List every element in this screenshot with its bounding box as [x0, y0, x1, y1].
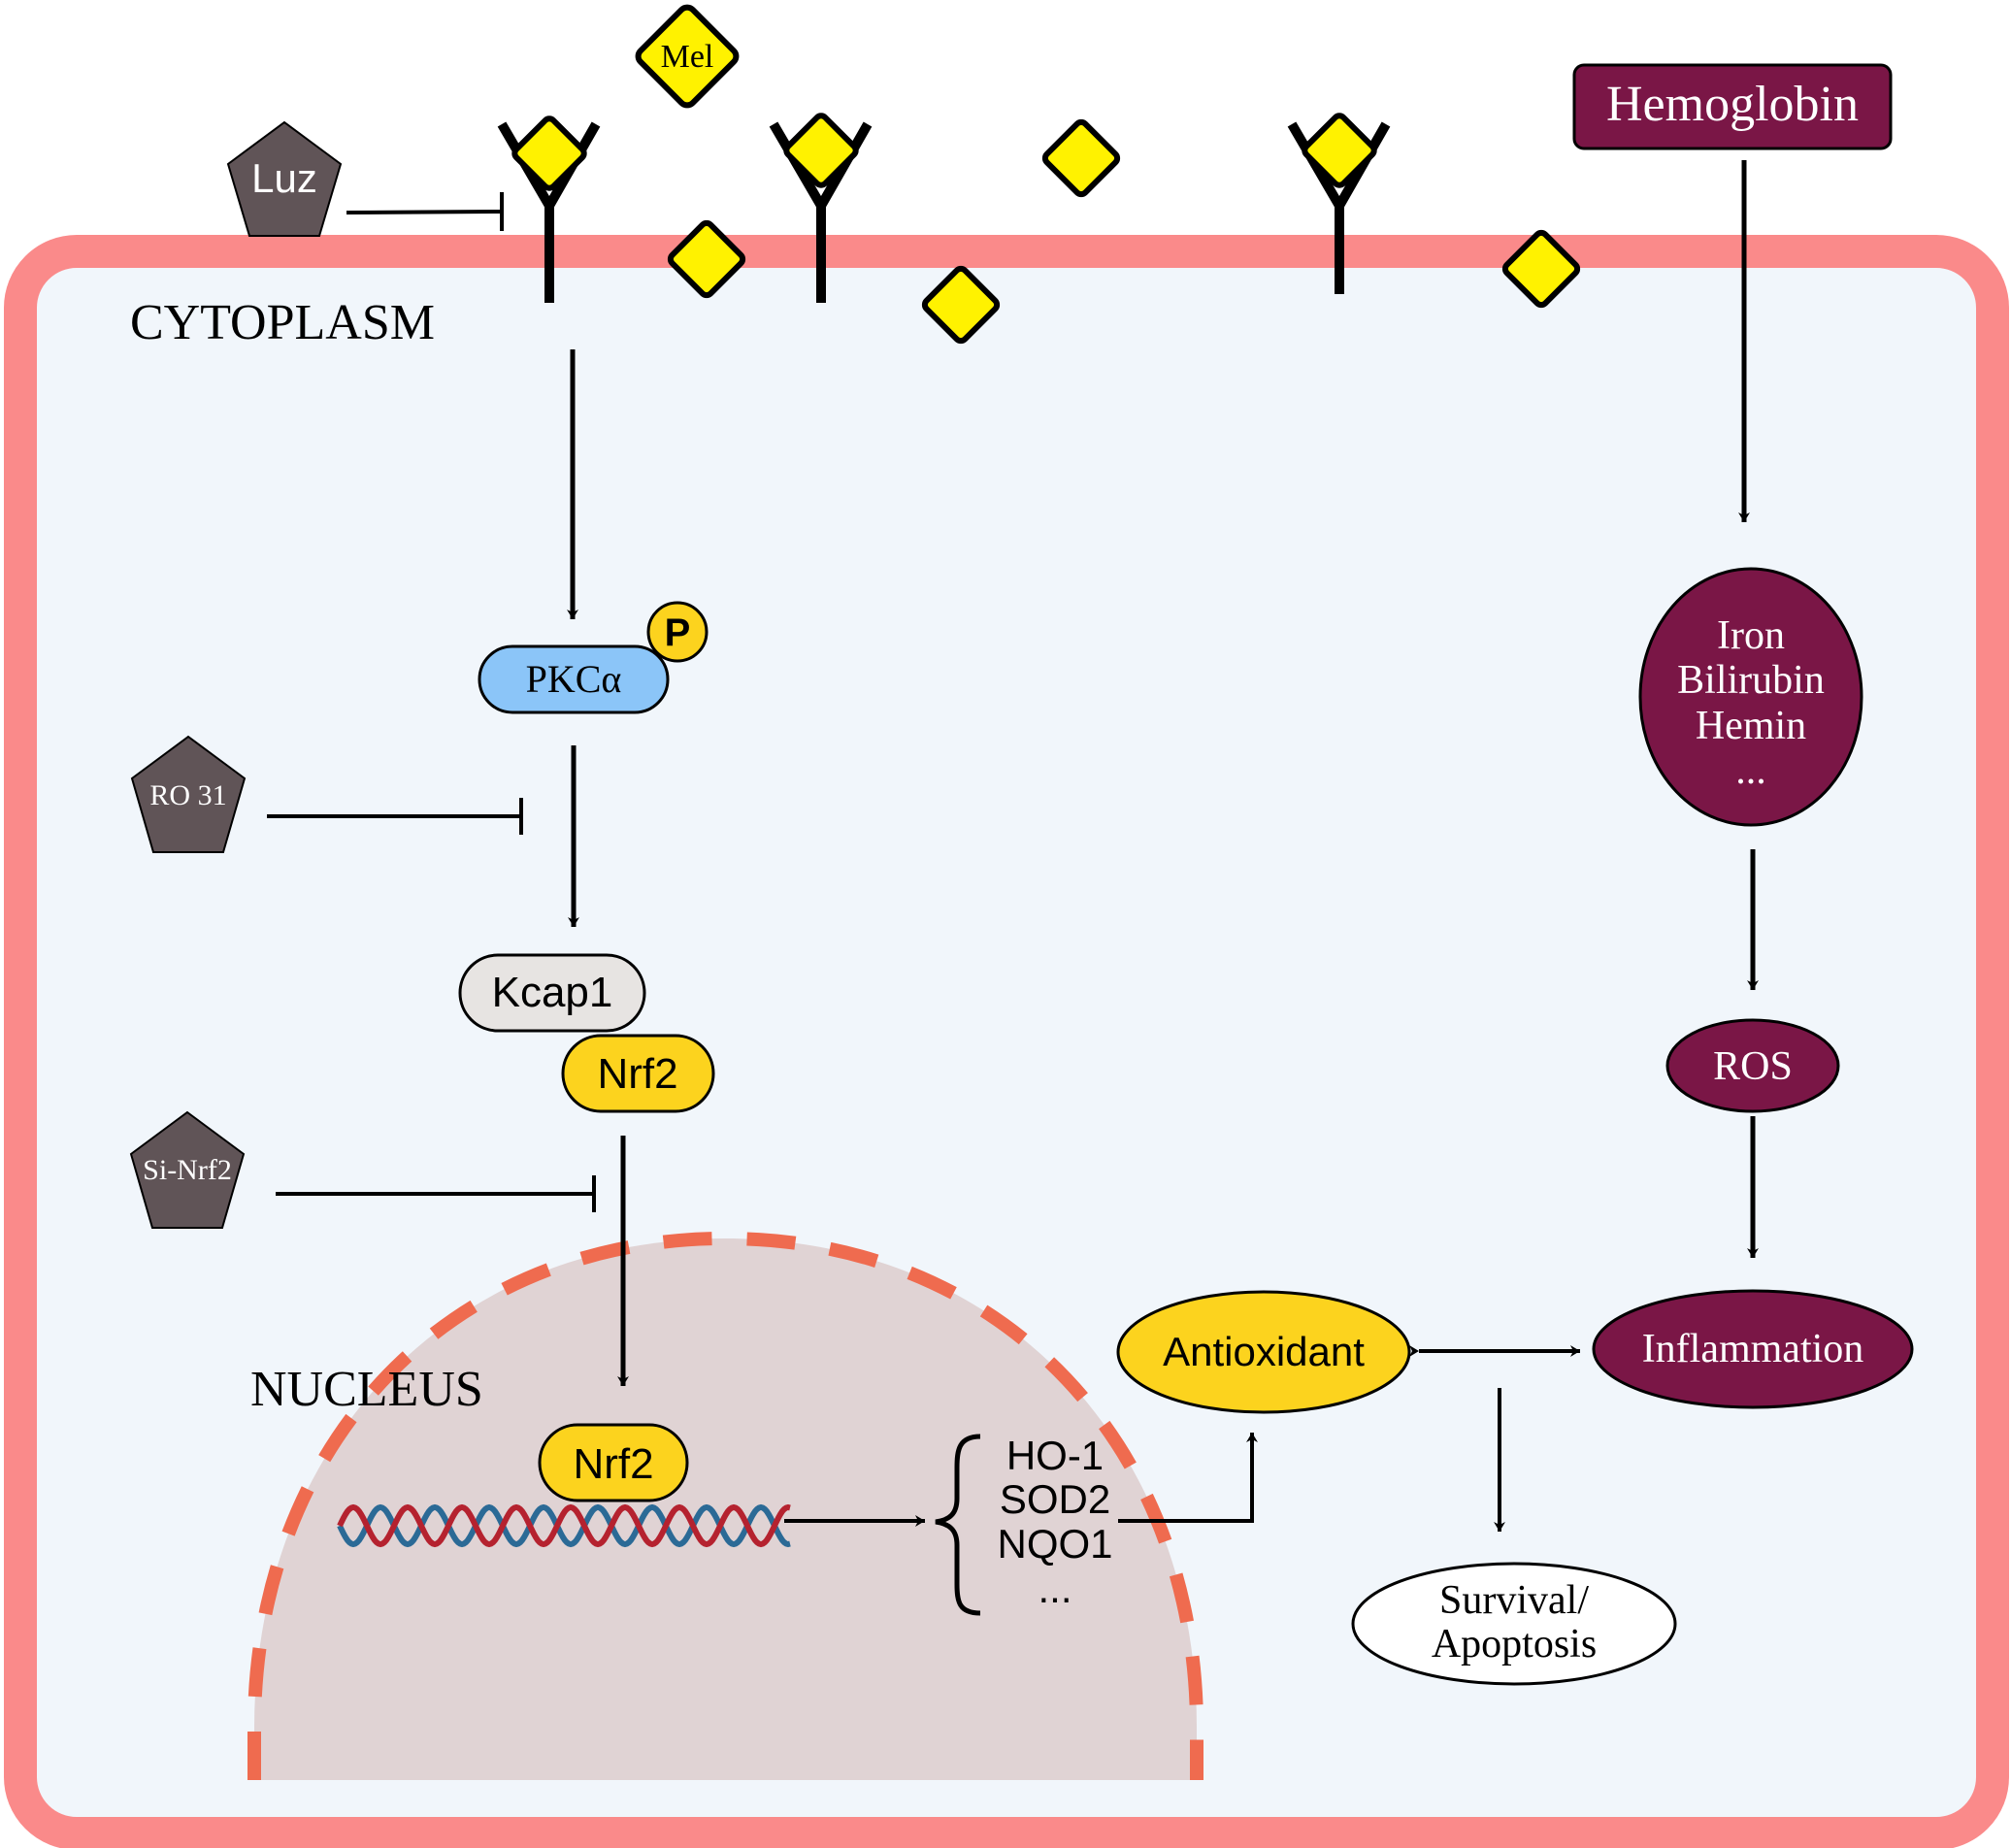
pkc-alpha-node	[478, 644, 670, 714]
ligand-diamond	[783, 113, 859, 188]
ligand-diamond	[667, 219, 746, 299]
gene-more: ...	[1038, 1566, 1071, 1611]
nucleus-envelope	[247, 1231, 1203, 1780]
gene-nqo1: NQO1	[997, 1521, 1112, 1567]
ro31-pentagon	[130, 735, 247, 853]
ligand-diamond	[921, 265, 1001, 345]
survival-apoptosis-node	[1351, 1562, 1677, 1686]
nucleus	[254, 1238, 1197, 1780]
arrow-genes-to-antioxidant	[1118, 1433, 1258, 1523]
heme-products-node	[1638, 567, 1863, 827]
ligand-diamond	[1501, 229, 1581, 309]
heme-product-hemin: Hemin	[1696, 704, 1806, 748]
ro31-label: RO 31	[149, 779, 226, 811]
ligand-diamond	[1041, 118, 1121, 198]
survival-label: Survival/	[1439, 1578, 1589, 1623]
heme-products-list: Iron Bilirubin Hemin ...	[1677, 613, 1825, 793]
gene-sod2: SOD2	[1000, 1476, 1110, 1522]
heme-product-more: ...	[1735, 748, 1766, 793]
ligand-diamond	[511, 116, 587, 191]
nrf2-nuclear-label: Nrf2	[573, 1440, 653, 1488]
heme-product-iron: Iron	[1717, 613, 1785, 658]
luz-label: Luz	[251, 155, 317, 201]
mel-diamond	[635, 4, 740, 109]
ros-node	[1665, 1018, 1840, 1113]
mel-label: Mel	[661, 39, 714, 75]
ligand-diamond	[1302, 113, 1377, 188]
si-nrf2-pentagon	[129, 1110, 246, 1229]
phospho-label: P	[665, 611, 691, 654]
apoptosis-label: Apoptosis	[1432, 1622, 1597, 1666]
dna-strand-red	[337, 1503, 791, 1548]
phospho-badge	[646, 601, 709, 663]
pkc-alpha-label: PKCα	[526, 657, 622, 701]
ligand-diamonds	[511, 4, 1581, 345]
inflammation-node	[1592, 1289, 1914, 1409]
luz-inhibition-line	[346, 210, 503, 214]
gene-brace	[935, 1434, 981, 1616]
nrf2-nuclear-node	[538, 1423, 689, 1502]
inflammation-label: Inflammation	[1642, 1327, 1864, 1371]
hemoglobin-box	[1572, 63, 1893, 150]
antioxidant-label: Antioxidant	[1163, 1329, 1365, 1374]
si-nrf2-label: Si-Nrf2	[143, 1154, 232, 1186]
hemoglobin-label: Hemoglobin	[1606, 77, 1859, 132]
nucleus-label: NUCLEUS	[250, 1362, 483, 1417]
cytoplasm-label: CYTOPLASM	[130, 295, 435, 350]
kcap1-node	[458, 953, 646, 1033]
ros-label: ROS	[1713, 1044, 1793, 1089]
gene-list: HO-1 SOD2 NQO1 ...	[997, 1433, 1112, 1611]
heme-product-bilirubin: Bilirubin	[1677, 658, 1825, 703]
nrf2-cyto-label: Nrf2	[597, 1050, 677, 1098]
luz-pentagon	[226, 120, 343, 237]
dna-strand-blue	[337, 1503, 791, 1548]
kcap1-label: Kcap1	[492, 969, 613, 1016]
nrf2-cyto-node	[561, 1034, 715, 1113]
dna-helix	[337, 1503, 791, 1548]
gene-ho1: HO-1	[1006, 1433, 1104, 1478]
